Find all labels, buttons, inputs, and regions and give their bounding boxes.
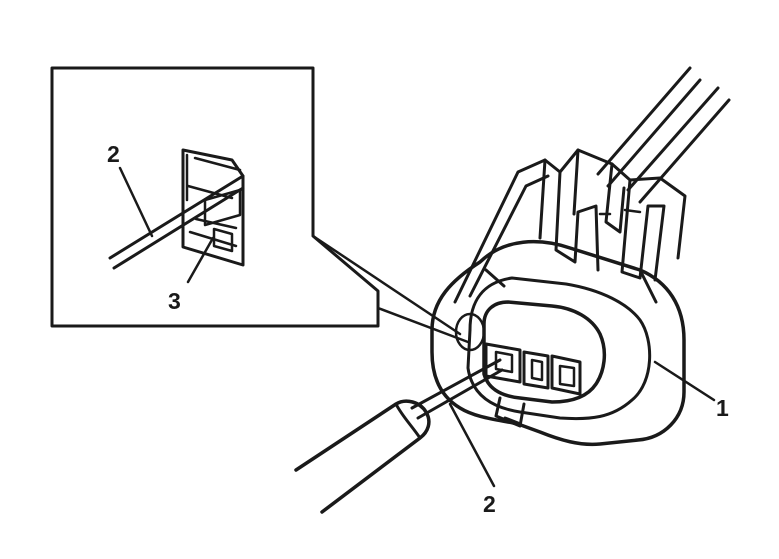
inset-frame xyxy=(50,66,380,328)
callout-inset-wire: 2 xyxy=(107,141,120,167)
connector-mating-face xyxy=(482,300,607,404)
cavity-1 xyxy=(484,342,522,384)
rear-lock-frame xyxy=(453,148,687,304)
zoom-leaders xyxy=(311,234,486,352)
inset-probe-wire xyxy=(108,174,245,270)
harness-wires xyxy=(596,66,731,204)
connector-inner-rim xyxy=(466,276,652,421)
callout-connector: 1 xyxy=(716,395,729,421)
callout-probe-wire: 2 xyxy=(483,491,496,517)
probe-handle xyxy=(294,399,431,514)
connector-body xyxy=(430,66,731,447)
zoom-target-circle xyxy=(454,312,486,352)
connector-latch xyxy=(494,396,526,428)
inset-detail: 2 3 xyxy=(50,66,380,328)
cavity-2 xyxy=(522,350,550,390)
leader-inset-wire xyxy=(118,166,154,238)
callout-inset-terminal: 3 xyxy=(168,288,181,314)
leader-inset-terminal xyxy=(186,236,215,284)
backprobe-tool xyxy=(294,358,504,514)
terminal-cavities xyxy=(484,342,582,396)
leader-probe-wire xyxy=(448,402,496,488)
cavity-3 xyxy=(550,354,582,396)
leader-connector xyxy=(653,360,716,402)
